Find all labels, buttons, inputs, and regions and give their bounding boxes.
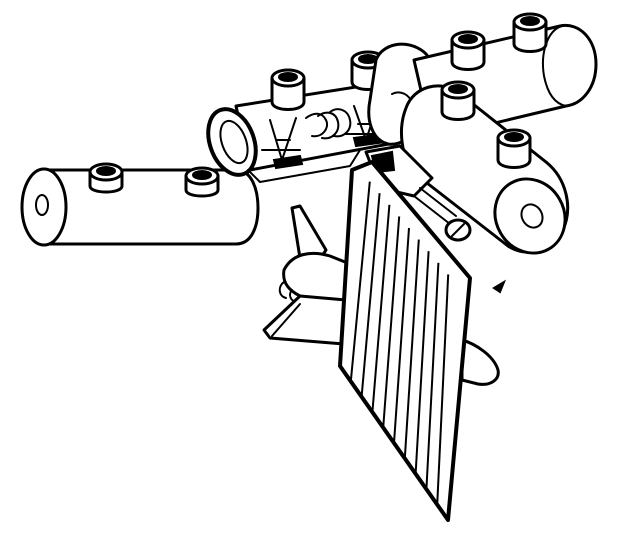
solar-cell-divider [393, 227, 410, 444]
right-upper-endcap [542, 25, 567, 107]
right-upper-port-2 [512, 12, 548, 53]
debris-mark [492, 279, 507, 294]
solar-cell-divider [403, 239, 420, 459]
truss-ring-collar [206, 107, 258, 177]
right-lower-hatch [520, 203, 544, 229]
right-lower-module [400, 80, 570, 255]
truss-shadow-1 [272, 154, 304, 170]
shuttle-wing-left [262, 294, 348, 346]
truss-lower-edge [247, 149, 361, 183]
left-module-port-1 [88, 162, 124, 194]
left-module-port-2 [184, 166, 220, 198]
right-lower-port-1 [440, 80, 476, 121]
right-upper-port-1 [450, 30, 486, 71]
truss-coil [305, 108, 352, 140]
left-module-body [42, 168, 260, 246]
solar-cell-divider [436, 274, 450, 505]
solar-cell-divider [360, 193, 381, 397]
truss-ring-inner [219, 119, 249, 165]
right-lower-port-2 [496, 128, 532, 169]
solar-panel-cells [349, 181, 450, 505]
solar-cell-divider [414, 251, 430, 474]
solar-cell-divider [349, 181, 371, 382]
left-module-hatch [35, 194, 49, 216]
right-lower-endcap [493, 177, 567, 255]
shuttle-nose [460, 338, 500, 386]
left-module [20, 162, 260, 247]
mount-arm [413, 187, 457, 225]
solar-cell-divider [382, 216, 401, 428]
shuttle-wing-edge [271, 303, 301, 337]
solar-panel-frame [338, 160, 472, 522]
solar-panel [338, 160, 472, 522]
solar-cell-divider [425, 262, 440, 490]
truss-port-1 [270, 68, 306, 111]
space-shuttle [262, 204, 500, 386]
left-module-endcap [20, 167, 68, 247]
solar-cell-divider [371, 204, 391, 413]
